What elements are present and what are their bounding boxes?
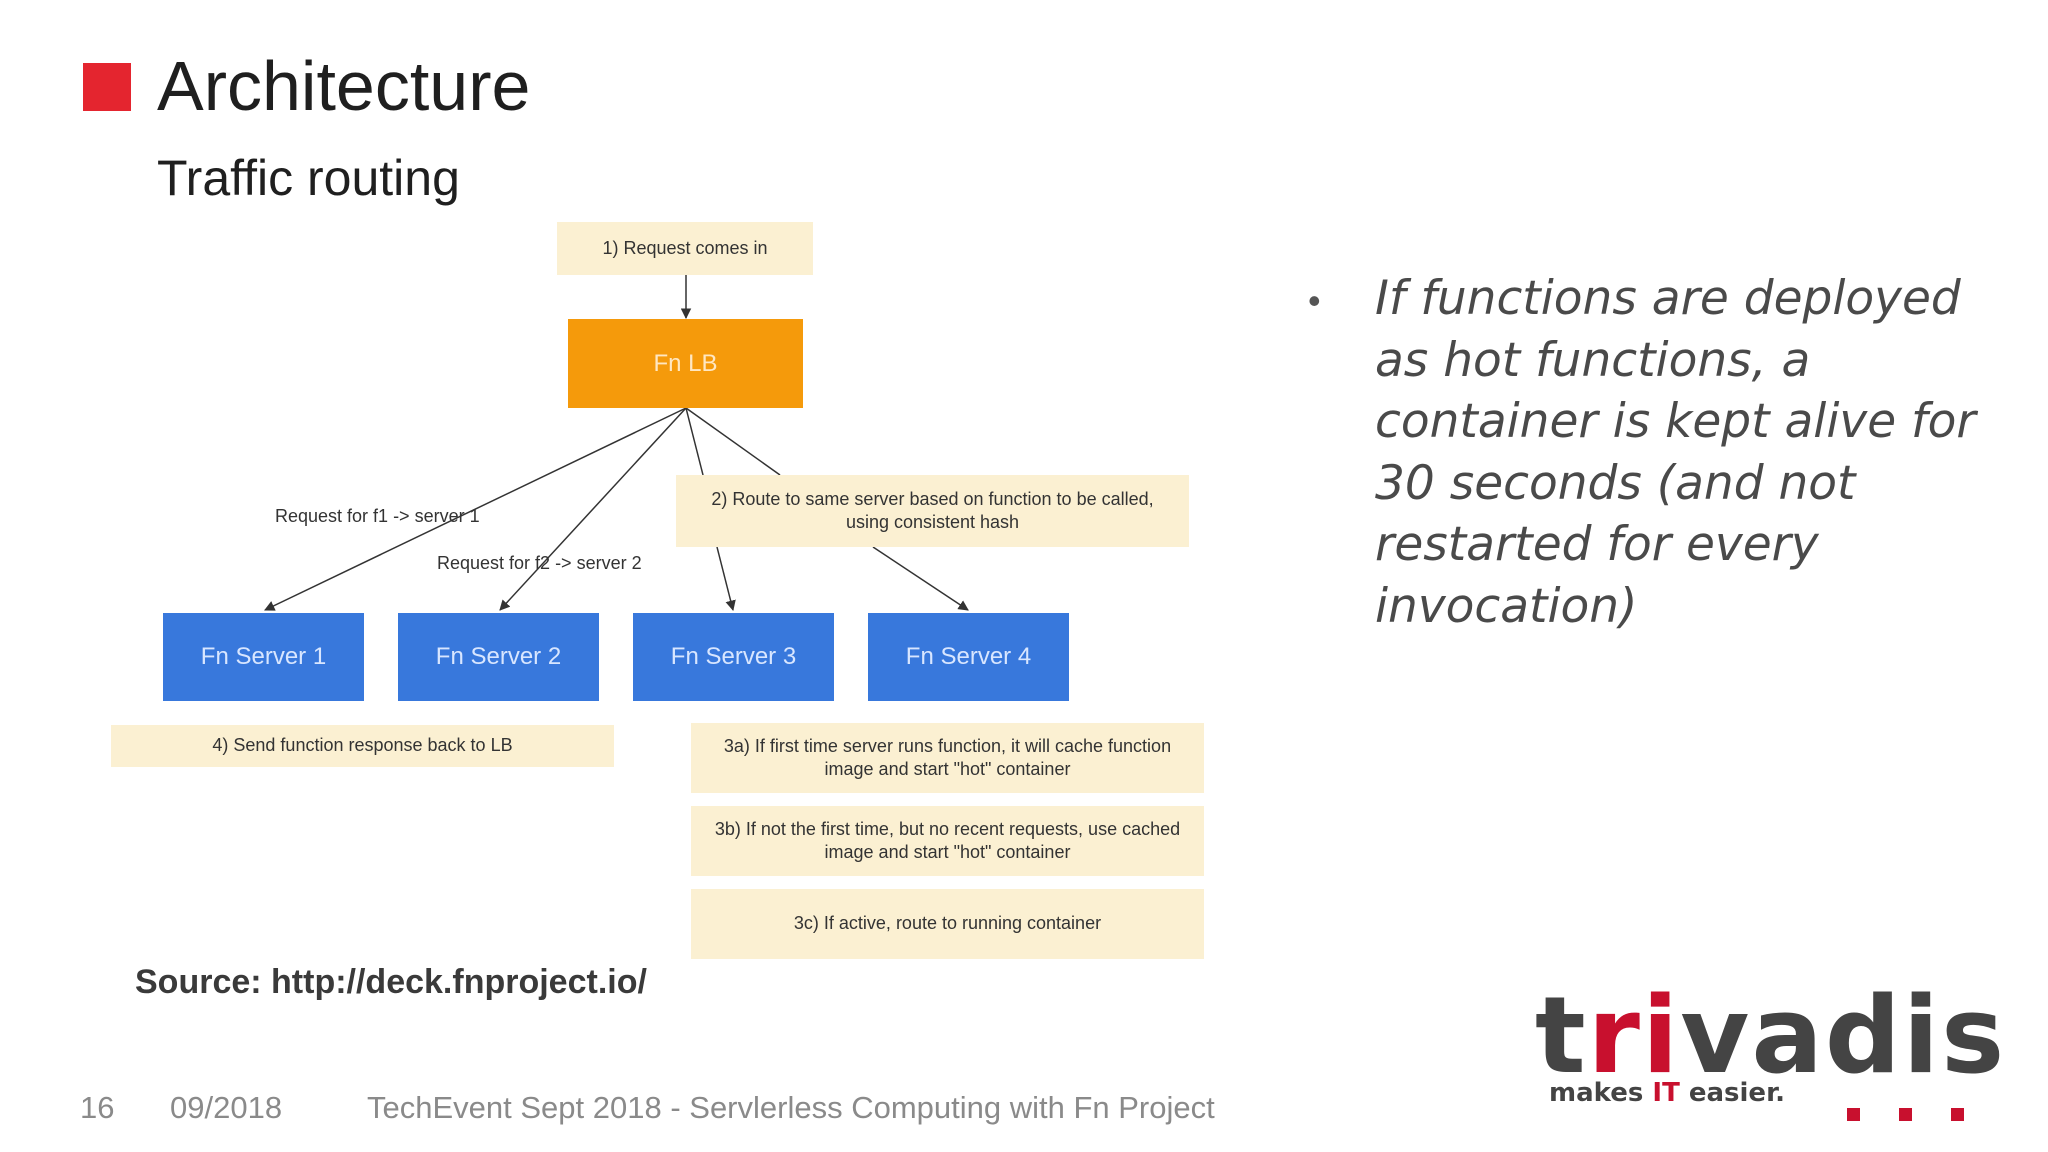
- edge-label-f2: Request for f2 -> server 2: [437, 553, 642, 573]
- fn-lb-node: Fn LB: [568, 319, 803, 408]
- arrow-step2-to-server3: [716, 546, 736, 612]
- bullet-text: If functions are deployed as hot functio…: [1375, 271, 1976, 634]
- slide-subtitle: Traffic routing: [157, 150, 460, 206]
- footer-event: TechEvent Sept 2018 - Servlerless Comput…: [367, 1090, 1215, 1125]
- line-lb-to-step2-left: [685, 407, 704, 476]
- arrow-lb-to-server2: [499, 407, 687, 611]
- title-square: [83, 63, 131, 111]
- line-lb-to-step2-right: [685, 407, 781, 476]
- logo-dots: [1847, 1108, 1964, 1121]
- logo-tagline: makes IT easier.: [1549, 1078, 1786, 1108]
- step4-note: 4) Send function response back to LB: [111, 725, 614, 767]
- step1-note: 1) Request comes in: [557, 222, 813, 275]
- architecture-diagram: 1) Request comes in Fn LB 2) Route to sa…: [100, 215, 1230, 960]
- arrow-lb-to-server1: [264, 407, 687, 611]
- fn-server-1: Fn Server 1: [163, 613, 364, 701]
- trivadis-logo: trivadis makes IT easier.: [1535, 977, 2004, 1125]
- fn-server-2: Fn Server 2: [398, 613, 599, 701]
- fn-server-4: Fn Server 4: [868, 613, 1069, 701]
- source-citation: Source: http://deck.fnproject.io/: [135, 963, 647, 1001]
- diagram-connectors: [264, 275, 969, 612]
- step3a-note: 3a) If first time server runs function, …: [691, 723, 1204, 793]
- step2-note: 2) Route to same server based on functio…: [676, 475, 1189, 547]
- fn-server-3: Fn Server 3: [633, 613, 834, 701]
- slide-title: Architecture: [157, 47, 531, 125]
- step3b-note: 3b) If not the first time, but no recent…: [691, 806, 1204, 876]
- step3c-note: 3c) If active, route to running containe…: [691, 889, 1204, 959]
- arrow-step2-to-server4: [872, 546, 969, 611]
- logo-wordmark: trivadis: [1535, 974, 2007, 1097]
- edge-label-f1: Request for f1 -> server 1: [275, 506, 480, 526]
- bullet-marker: •: [1308, 280, 1321, 321]
- footer-date: 09/2018: [170, 1090, 283, 1125]
- footer-page-number: 16: [80, 1090, 115, 1125]
